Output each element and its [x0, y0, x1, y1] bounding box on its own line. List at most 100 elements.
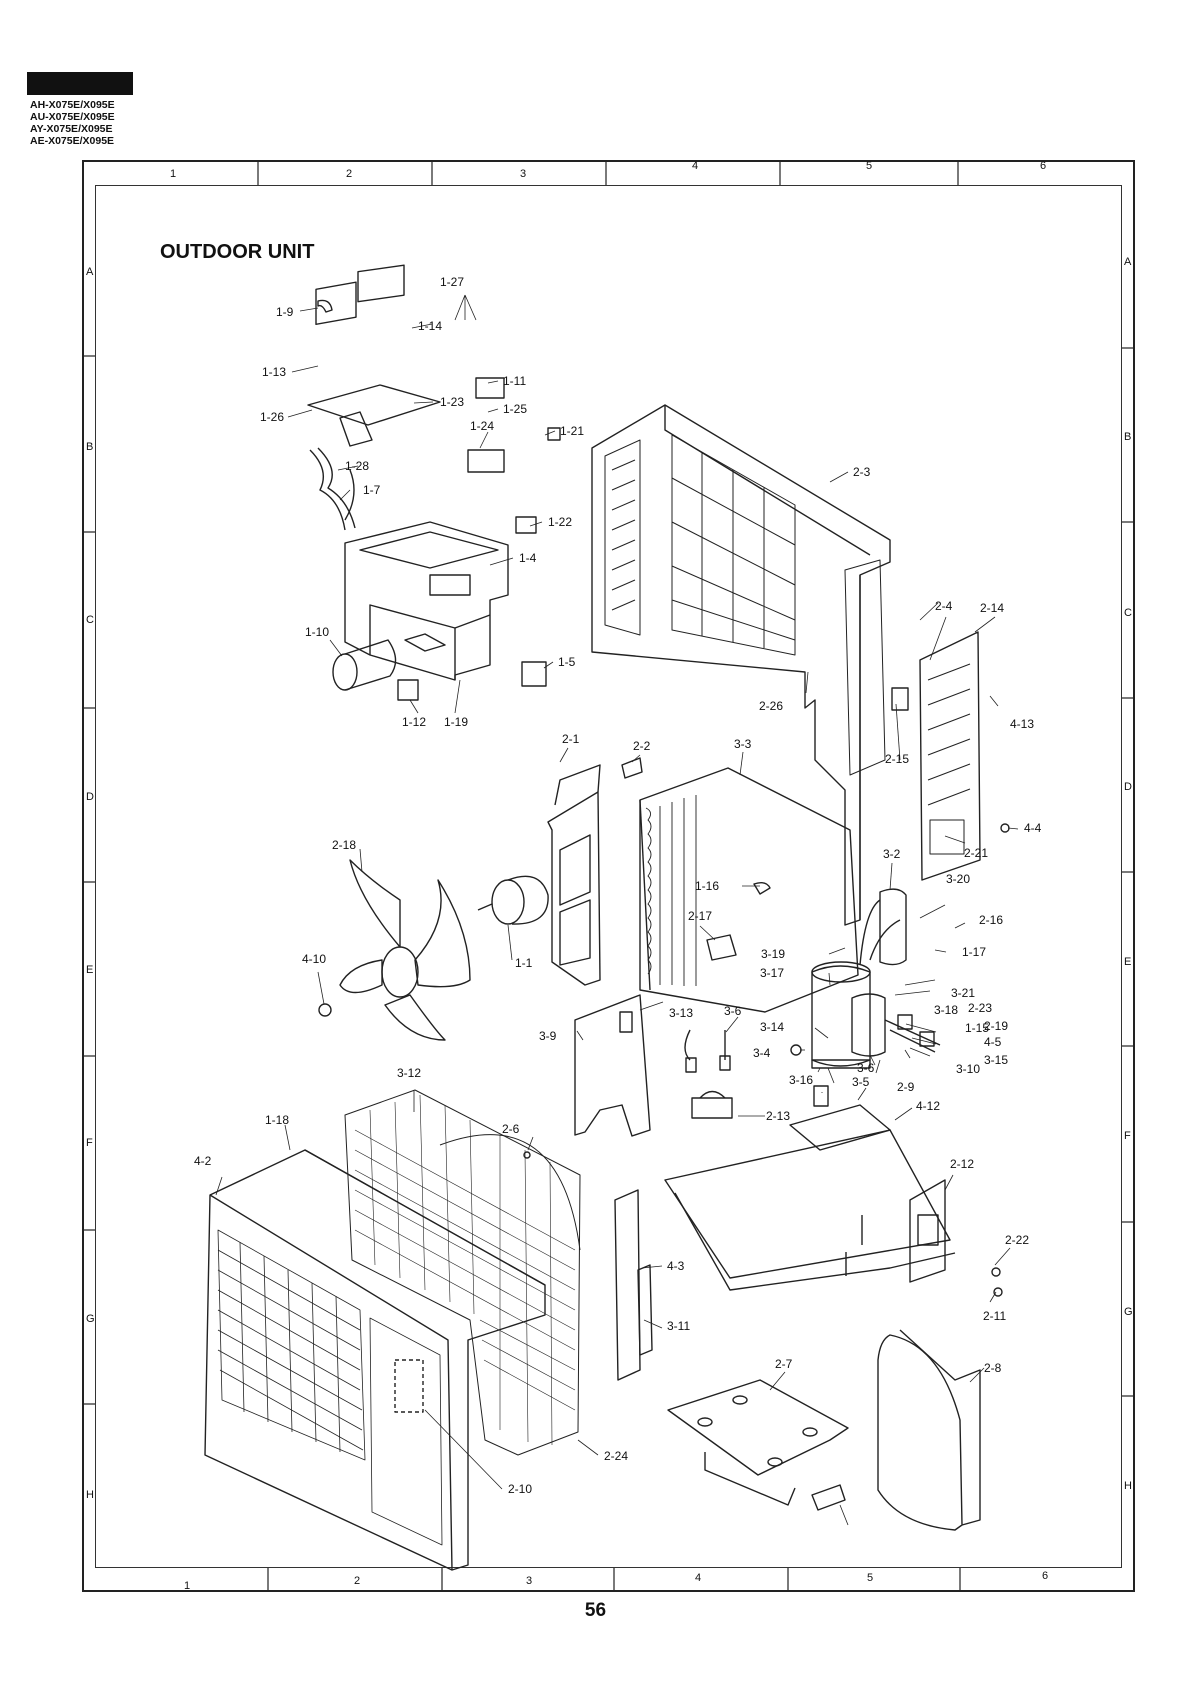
part-callout: 1-22	[548, 515, 572, 529]
terminal-connector	[684, 1029, 733, 1119]
part-callout: 3-11	[667, 1319, 690, 1333]
part-callout: 2-3	[853, 465, 871, 479]
part-callout: 3-14	[760, 1020, 784, 1034]
compressor	[811, 888, 907, 1069]
side-strip	[637, 1264, 653, 1356]
part-callout: 1-1	[515, 956, 533, 970]
part-callout: 3-15	[984, 1053, 1008, 1067]
part-callout: 2-11	[983, 1309, 1006, 1323]
soundproof-cover	[789, 1104, 891, 1151]
part-callout: 4-13	[1010, 717, 1034, 731]
part-callout: 2-24	[604, 1449, 628, 1463]
part-callout: 1-19	[444, 715, 468, 729]
zone-row-right: E	[1124, 956, 1132, 968]
part-callout: 2-15	[885, 752, 909, 766]
part-callout: 1-17	[962, 945, 986, 959]
zone-col-top: 5	[866, 160, 873, 172]
part-callout: 1-13	[262, 365, 286, 379]
part-callout: 2-18	[332, 838, 356, 852]
part-callout: 2-7	[775, 1357, 793, 1371]
front-panel	[204, 1149, 546, 1571]
zone-row-right: D	[1124, 781, 1132, 793]
zone-row-right: C	[1124, 607, 1132, 619]
part-callout: 1-5	[558, 655, 576, 669]
drawing-border	[95, 185, 1122, 1568]
part-callout: 1-26	[260, 410, 284, 424]
part-callout: 2-19	[984, 1019, 1008, 1033]
part-callout: 2-12	[950, 1157, 974, 1171]
part-callout: 2-14	[980, 601, 1004, 615]
zone-col-top: 6	[1040, 160, 1047, 172]
zone-col-top: 4	[692, 160, 699, 172]
model-name: AH-X075E/X095E	[30, 99, 115, 111]
part-callout: 2-21	[964, 846, 988, 860]
zone-row-right: F	[1124, 1130, 1131, 1142]
part-callout: 3-6	[724, 1004, 742, 1018]
part-callout: 2-4	[935, 599, 953, 613]
motor-support	[547, 764, 601, 986]
zone-row-left: G	[86, 1313, 95, 1325]
zone-row-left: F	[86, 1137, 93, 1149]
zone-row-left: B	[86, 441, 94, 453]
side-panel	[591, 404, 891, 926]
part-callout: 3-6	[857, 1061, 875, 1075]
part-callout: 1-9	[276, 305, 294, 319]
zone-col-bottom: 2	[354, 1575, 361, 1587]
part-callout: 3-10	[956, 1062, 980, 1076]
pcb-board	[307, 264, 441, 447]
part-callout: 3-5	[852, 1075, 870, 1089]
part-callout: 1-10	[305, 625, 329, 639]
part-callout: 1-27	[440, 275, 464, 289]
part-callout: 3-19	[761, 947, 785, 961]
part-callout: 1-28	[345, 459, 369, 473]
clip	[753, 881, 771, 895]
part-callout: 2-8	[984, 1361, 1002, 1375]
zone-col-top: 3	[520, 168, 527, 180]
wire-harness	[309, 447, 356, 531]
zone-col-bottom: 3	[526, 1575, 533, 1587]
zone-col-top: 1	[170, 168, 177, 180]
part-callout: 3-13	[669, 1006, 693, 1020]
part-callout: 3-4	[753, 1046, 771, 1060]
spacer	[811, 1484, 846, 1511]
protective-grille	[344, 1089, 581, 1456]
leader-lines	[215, 294, 1019, 1526]
zone-col-bottom: 1	[184, 1580, 191, 1592]
diagram-title: OUTDOOR UNIT	[160, 241, 315, 263]
part-callout: 2-1	[562, 732, 580, 746]
part-callout: 4-5	[984, 1035, 1002, 1049]
zone-row-right: B	[1124, 431, 1132, 443]
drain-plate	[667, 1379, 849, 1506]
part-callout: 1-25	[503, 402, 527, 416]
model-list: AH-X075E/X095E AU-X075E/X095E AY-X075E/X…	[30, 99, 115, 147]
mount-bracket	[909, 1179, 946, 1283]
zone-row-left: A	[86, 266, 94, 278]
part-callout: 4-2	[194, 1154, 212, 1168]
model-name: AE-X075E/X095E	[30, 135, 115, 147]
part-callout: 1-7	[363, 483, 381, 497]
part-callout: 3-21	[951, 986, 975, 1000]
model-name: AY-X075E/X095E	[30, 123, 113, 135]
grommet	[317, 299, 333, 313]
part-callout: 2-17	[688, 909, 712, 923]
part-callout: 1-16	[695, 879, 719, 893]
side-strip	[614, 1189, 641, 1381]
part-callout: 1-15	[965, 1021, 989, 1035]
zone-col-bottom: 6	[1042, 1570, 1049, 1582]
part-callout: 2-22	[1005, 1233, 1029, 1247]
part-callout: 1-11	[503, 374, 526, 388]
zone-row-left: E	[86, 964, 94, 976]
part-callout: 3-12	[397, 1066, 421, 1080]
part-callout: 1-18	[265, 1113, 289, 1127]
part-callout: 2-6	[502, 1122, 520, 1136]
zone-row-left: D	[86, 791, 94, 803]
zone-col-bottom: 4	[695, 1572, 702, 1584]
page-number: 56	[584, 1600, 607, 1621]
partition-plate	[574, 994, 651, 1137]
nut	[318, 1003, 332, 1017]
terminal-block	[467, 377, 561, 534]
part-callout: 3-20	[946, 872, 970, 886]
control-box	[344, 521, 509, 681]
